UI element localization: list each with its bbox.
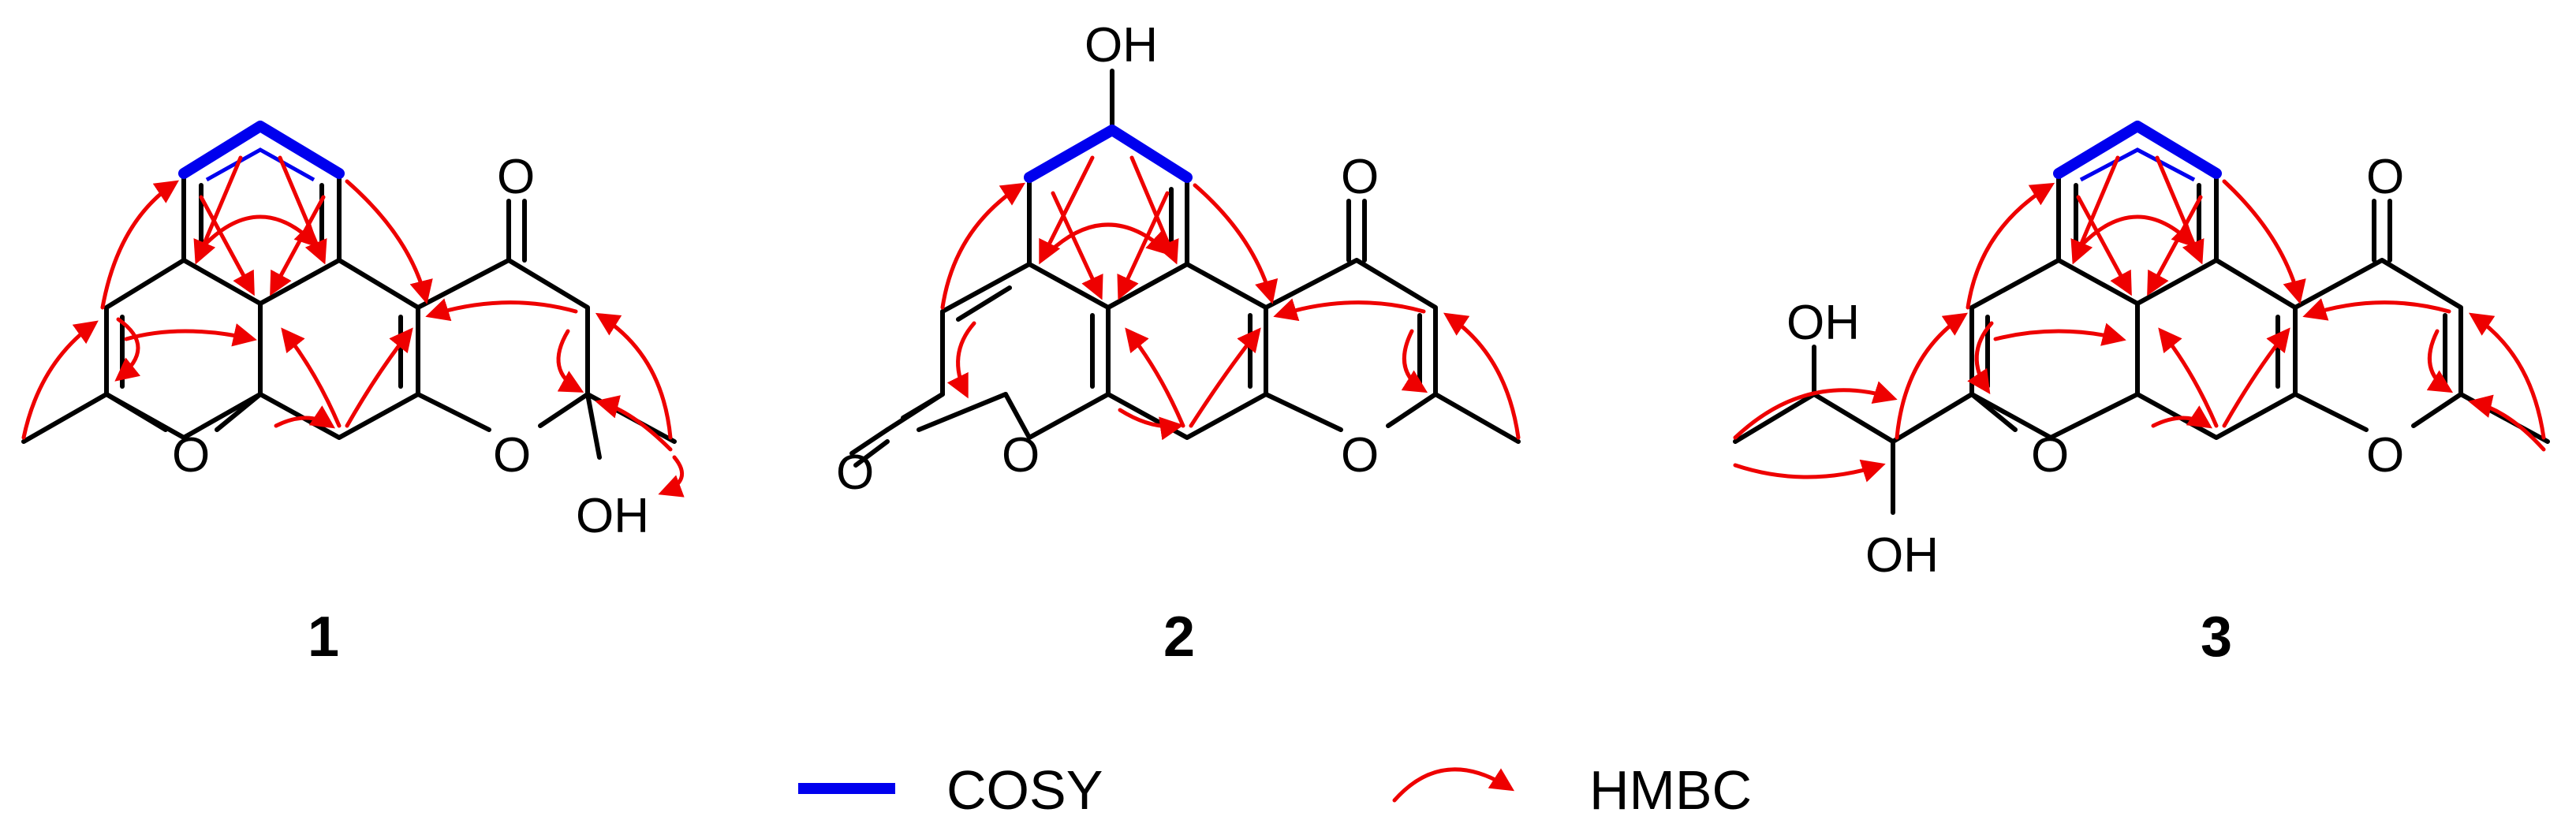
cosy-legend-label: COSY — [946, 759, 1103, 821]
legend: COSY HMBC — [798, 759, 1752, 821]
compound-3-oh-bottom: OH — [1865, 528, 1939, 583]
compound-1-cosy-bond — [178, 121, 345, 179]
compound-2-cosy-bond — [1024, 125, 1193, 183]
hmbc-legend-arrow — [1392, 767, 1515, 803]
compound-3-hmbc-arrows — [1733, 155, 2546, 483]
compound-3-cosy-bond — [2053, 121, 2222, 179]
compound-3-bonds — [1733, 171, 2550, 515]
compound-3-label: 3 — [2201, 606, 2232, 669]
compound-1-ring-o-left: O — [172, 428, 210, 483]
compound-1-label: 1 — [308, 606, 339, 669]
compound-1-oh: OH — [576, 489, 649, 543]
compound-1-bonds — [21, 171, 677, 460]
compound-1-hmbc-arrows — [21, 155, 685, 498]
compound-3-cosy-inner — [2079, 147, 2196, 182]
compound-3-structure: OH OH O O O 3 — [1733, 121, 2550, 669]
compound-2-ketone-o: O — [1341, 150, 1379, 204]
compound-2-hmbc-arrows — [940, 155, 1521, 441]
compound-3-oh-top: OH — [1786, 296, 1860, 350]
compound-3-ring-o-right: O — [2366, 428, 2404, 483]
compound-2-label: 2 — [1163, 606, 1195, 669]
compound-1-structure: O O O OH 1 — [21, 121, 685, 669]
hmbc-legend-label: HMBC — [1589, 759, 1752, 821]
compound-2-ring-o-right: O — [1341, 428, 1379, 483]
compound-2-structure: OH O O O O 2 — [836, 18, 1521, 669]
compound-1-cosy-inner — [205, 147, 315, 182]
compound-2-oh: OH — [1085, 18, 1158, 73]
compound-2-lactone-o: O — [836, 445, 874, 500]
compound-1-ring-o-right: O — [493, 428, 531, 483]
compound-2-ring-o-left: O — [1002, 428, 1040, 483]
compound-3-ketone-o: O — [2366, 150, 2404, 204]
compound-3-ring-o-left: O — [2031, 428, 2069, 483]
compound-1-ketone-o: O — [497, 150, 535, 204]
